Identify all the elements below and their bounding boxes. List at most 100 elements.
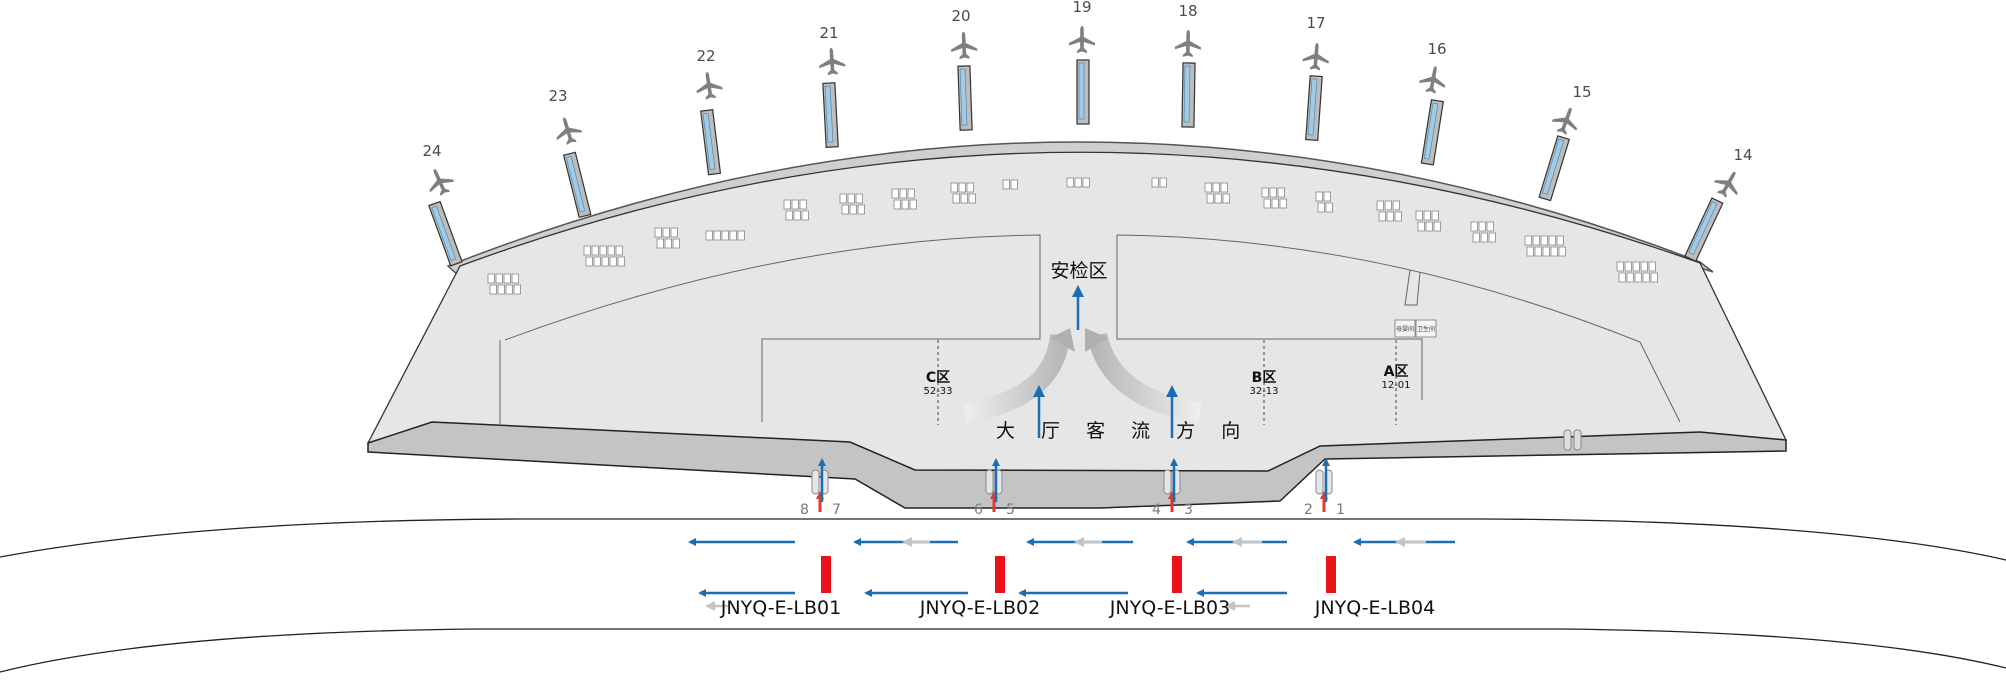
zone-b: B区 32-13 xyxy=(1249,370,1278,397)
door-number: 4 xyxy=(1152,502,1161,518)
gate-number: 20 xyxy=(951,7,970,25)
seat-block xyxy=(705,230,745,241)
seat-block xyxy=(1470,221,1496,243)
gate-15: 15 xyxy=(1538,83,1592,202)
gate-number: 23 xyxy=(548,87,567,105)
jet-bridge xyxy=(1684,197,1724,262)
jet-bridge xyxy=(1076,59,1090,125)
seat-block xyxy=(1066,177,1090,188)
zone-a-title: A区 xyxy=(1384,364,1409,380)
jet-bridge xyxy=(1305,75,1323,142)
gate-19: 19 xyxy=(1069,0,1095,125)
jet-bridge xyxy=(700,109,722,176)
seat-block xyxy=(1261,187,1287,209)
seat-block xyxy=(891,188,917,210)
hall-flow-label: 大 厅 客 流 方 向 xyxy=(996,420,1250,442)
seat-block xyxy=(1376,200,1402,222)
seat-block xyxy=(839,193,865,215)
camera-label: JNYQ-E-LB03 xyxy=(1109,597,1230,619)
door-number: 8 xyxy=(800,502,809,518)
gate-18: 18 xyxy=(1174,2,1201,128)
jet-bridge xyxy=(957,65,973,131)
camera-marker xyxy=(1326,556,1336,593)
gate-number: 14 xyxy=(1733,146,1752,164)
seat-block xyxy=(1315,191,1333,213)
seat-block xyxy=(1616,261,1658,283)
camera-label: JNYQ-E-LB02 xyxy=(919,597,1040,619)
plane-icon xyxy=(1302,43,1329,71)
seat-blocks xyxy=(487,177,1658,295)
jet-bridge xyxy=(1420,99,1444,166)
door-number: 6 xyxy=(974,502,983,518)
camera-2: JNYQ-E-LB02 xyxy=(919,556,1040,619)
door-number: 7 xyxy=(832,502,841,518)
gate-16: 16 xyxy=(1419,40,1447,166)
facility-restroom-label: 卫生间 xyxy=(1417,325,1435,333)
zone-a-range: 12-01 xyxy=(1381,380,1410,391)
gate-number: 22 xyxy=(696,47,715,65)
gate-17: 17 xyxy=(1302,14,1329,142)
seat-block xyxy=(487,273,521,295)
door-number: 2 xyxy=(1304,502,1313,518)
gate-23: 23 xyxy=(548,87,592,219)
seat-block xyxy=(1415,210,1441,232)
door-number: 5 xyxy=(1006,502,1015,518)
zone-a: A区 12-01 xyxy=(1381,364,1410,391)
zone-b-range: 32-13 xyxy=(1249,386,1278,397)
camera-label: JNYQ-E-LB04 xyxy=(1314,597,1435,619)
plane-icon xyxy=(1174,30,1201,58)
seat-block xyxy=(783,199,809,221)
zone-dividers xyxy=(937,340,1397,425)
seat-block xyxy=(1002,179,1018,190)
plane-icon xyxy=(819,48,846,76)
seat-block xyxy=(1524,235,1566,257)
camera-1: JNYQ-E-LB01 xyxy=(720,556,841,619)
plane-icon xyxy=(1713,171,1738,198)
gate-number: 24 xyxy=(422,142,441,160)
plane-icon xyxy=(951,32,978,60)
security-area-label: 安检区 xyxy=(1050,260,1107,282)
jet-bridge xyxy=(562,151,592,219)
inner-walls xyxy=(499,234,1681,424)
bollard xyxy=(1563,429,1582,451)
gate-number: 16 xyxy=(1427,40,1446,58)
camera-3: JNYQ-E-LB03 xyxy=(1109,556,1230,619)
camera-marker xyxy=(821,556,831,593)
terminal-front-wall xyxy=(367,421,1787,509)
jet-bridge xyxy=(822,82,839,148)
plane-icon xyxy=(1419,66,1446,94)
gate-number: 21 xyxy=(819,24,838,42)
gate-number: 17 xyxy=(1306,14,1325,32)
seat-block xyxy=(950,182,976,204)
jet-bridge xyxy=(1181,62,1196,128)
gate-14: 14 xyxy=(1684,146,1753,262)
door-number: 1 xyxy=(1336,502,1345,518)
jet-bridge xyxy=(428,200,463,267)
gate-20: 20 xyxy=(951,7,978,131)
gate-21: 21 xyxy=(819,24,846,148)
zone-c: C区 52-33 xyxy=(923,370,952,397)
road xyxy=(0,518,2006,673)
seat-block xyxy=(1151,177,1167,188)
zone-c-title: C区 xyxy=(926,370,950,386)
camera-4: JNYQ-E-LB04 xyxy=(1314,556,1435,619)
zone-b-title: B区 xyxy=(1252,370,1277,386)
gate-number: 18 xyxy=(1178,2,1197,20)
gate-number: 19 xyxy=(1072,0,1091,16)
door-number: 3 xyxy=(1184,502,1193,518)
seat-block xyxy=(583,245,625,267)
gate-number: 15 xyxy=(1572,83,1591,101)
gates: 24 23 22 21 20 19 18 17 16 15 14 xyxy=(422,0,1753,267)
gate-24: 24 xyxy=(422,142,463,267)
gate-22: 22 xyxy=(696,47,723,176)
camera-marker xyxy=(995,556,1005,593)
plane-icon xyxy=(696,72,723,100)
facilities: 母婴间 卫生间 xyxy=(1394,319,1437,338)
